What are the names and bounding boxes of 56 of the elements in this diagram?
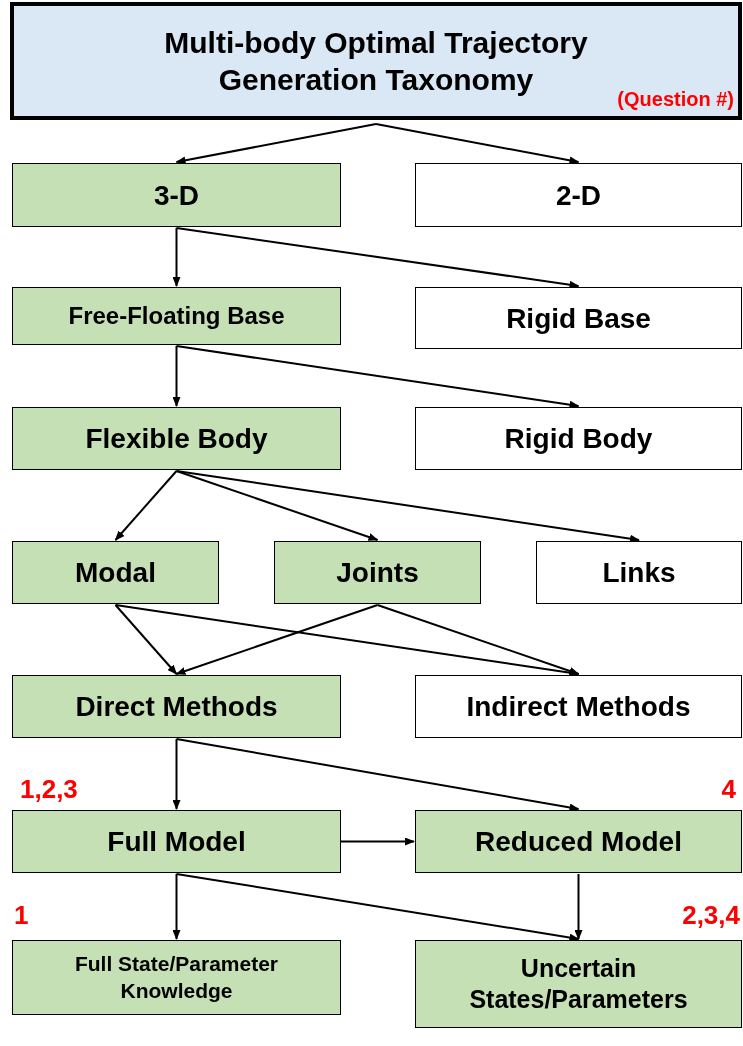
category-box xyxy=(12,407,341,470)
question-number: 4 xyxy=(721,776,736,802)
category-box xyxy=(415,163,742,227)
category-box xyxy=(415,675,742,738)
node-label: Indirect Methods xyxy=(465,690,692,724)
arrow xyxy=(172,873,181,940)
arrow xyxy=(114,604,580,677)
arrow xyxy=(114,604,178,675)
arrow xyxy=(175,738,580,812)
arrow xyxy=(175,604,379,675)
node-label: Full Model xyxy=(106,825,247,859)
arrow xyxy=(175,873,580,942)
arrow xyxy=(175,123,377,165)
question-number: 1,2,3 xyxy=(20,776,78,802)
node-label: Joints xyxy=(335,556,420,590)
question-number: 2,3,4 xyxy=(682,902,740,928)
arrow xyxy=(340,837,415,846)
category-box xyxy=(12,287,341,345)
category-box xyxy=(12,163,341,227)
question-number: 1 xyxy=(14,902,29,928)
node-label: Reduced Model xyxy=(474,825,683,859)
category-box xyxy=(536,541,742,604)
arrow xyxy=(175,470,379,541)
arrow xyxy=(375,123,580,165)
arrow xyxy=(175,227,580,289)
node-label: Rigid Body xyxy=(503,422,654,456)
title-label: Multi-body Optimal Trajectory Generation Taxonomy xyxy=(163,24,589,98)
node-label: Uncertain States/Parameters xyxy=(468,952,689,1015)
question-number-note: (Question #) xyxy=(617,87,734,112)
arrow xyxy=(175,345,580,409)
node-label: Flexible Body xyxy=(84,422,269,456)
node-label: Links xyxy=(601,556,677,590)
category-box xyxy=(415,287,742,349)
node-label: 3-D xyxy=(152,178,201,213)
category-box xyxy=(415,407,742,470)
category-box xyxy=(12,541,219,604)
arrow xyxy=(114,470,178,541)
category-box xyxy=(12,940,341,1015)
arrow xyxy=(172,227,181,287)
node-label: Free-Floating Base xyxy=(67,301,286,331)
node-label: Rigid Base xyxy=(505,301,652,336)
arrow xyxy=(175,470,640,543)
category-box xyxy=(415,810,742,873)
arrow xyxy=(574,873,583,940)
node-label: Direct Methods xyxy=(74,690,279,724)
arrow xyxy=(172,738,181,810)
title-box xyxy=(10,2,742,120)
arrow xyxy=(376,604,580,675)
category-box xyxy=(415,940,742,1028)
node-label: Full State/Parameter Knowledge xyxy=(73,951,280,1004)
arrow xyxy=(172,345,181,407)
category-box xyxy=(12,675,341,738)
category-box xyxy=(274,541,481,604)
node-label: 2-D xyxy=(554,178,603,213)
node-label: Modal xyxy=(74,556,157,590)
category-box xyxy=(12,810,341,873)
